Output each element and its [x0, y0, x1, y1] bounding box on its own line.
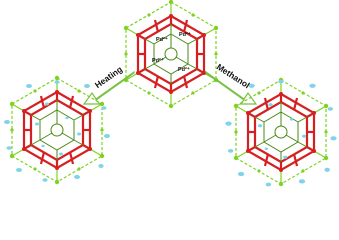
- arrow-methanol: Methanol: [205, 62, 258, 105]
- pd-label-2: Pd²⁺: [179, 31, 191, 38]
- mof-structure-left: [4, 74, 110, 186]
- mof-structure-center: Pd²⁺ Pd²⁺ Pd²⁺ Pd²⁺: [122, 0, 220, 110]
- methanol-label: Methanol: [215, 62, 252, 91]
- methanol-arrow-icon: [205, 70, 258, 105]
- heating-arrow-icon: [82, 70, 135, 105]
- pd-label-3: Pd²⁺: [152, 57, 164, 64]
- mof-structure-right: [225, 76, 337, 188]
- figure-svg: Pd²⁺ Pd²⁺ Pd²⁺ Pd²⁺ Heating Methanol: [4, 0, 337, 188]
- pd-label-1: Pd²⁺: [156, 36, 168, 43]
- figure-canvas: Pd²⁺ Pd²⁺ Pd²⁺ Pd²⁺ Heating Methanol: [4, 0, 337, 188]
- pd-label-4: Pd²⁺: [178, 66, 190, 73]
- heating-label: Heating: [93, 64, 124, 90]
